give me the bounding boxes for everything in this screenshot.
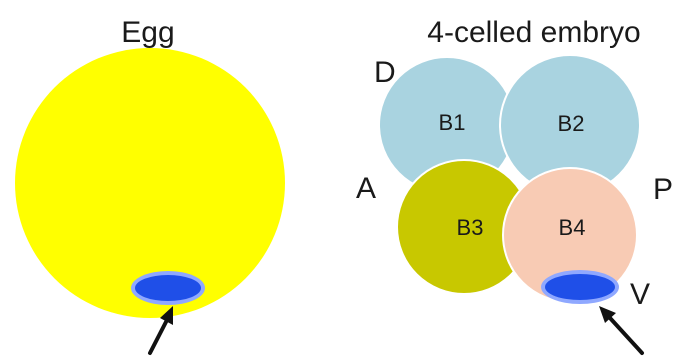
embryo-marker [545, 274, 615, 300]
axis-label-posterior: P [653, 173, 673, 206]
axis-label-ventral: V [630, 278, 650, 311]
blastomere-b1-label: B1 [439, 110, 466, 135]
axis-label-anterior: A [356, 172, 376, 205]
blastomere-b2-label: B2 [558, 111, 585, 136]
embryo-title: 4-celled embryo [427, 16, 640, 49]
egg-arrow-icon [148, 306, 173, 355]
embryo-panel: 4-celled embryo D A P V B1 B2 B3 B4 [356, 16, 673, 355]
egg-panel: Egg [15, 16, 285, 355]
blastomere-b4-label: B4 [559, 215, 586, 240]
egg-cell [15, 48, 285, 318]
blastomere-b3-label: B3 [457, 215, 484, 240]
egg-title: Egg [121, 16, 174, 49]
embryo-arrow-icon [599, 306, 644, 355]
axis-label-dorsal: D [374, 56, 396, 89]
egg-marker [135, 275, 201, 301]
